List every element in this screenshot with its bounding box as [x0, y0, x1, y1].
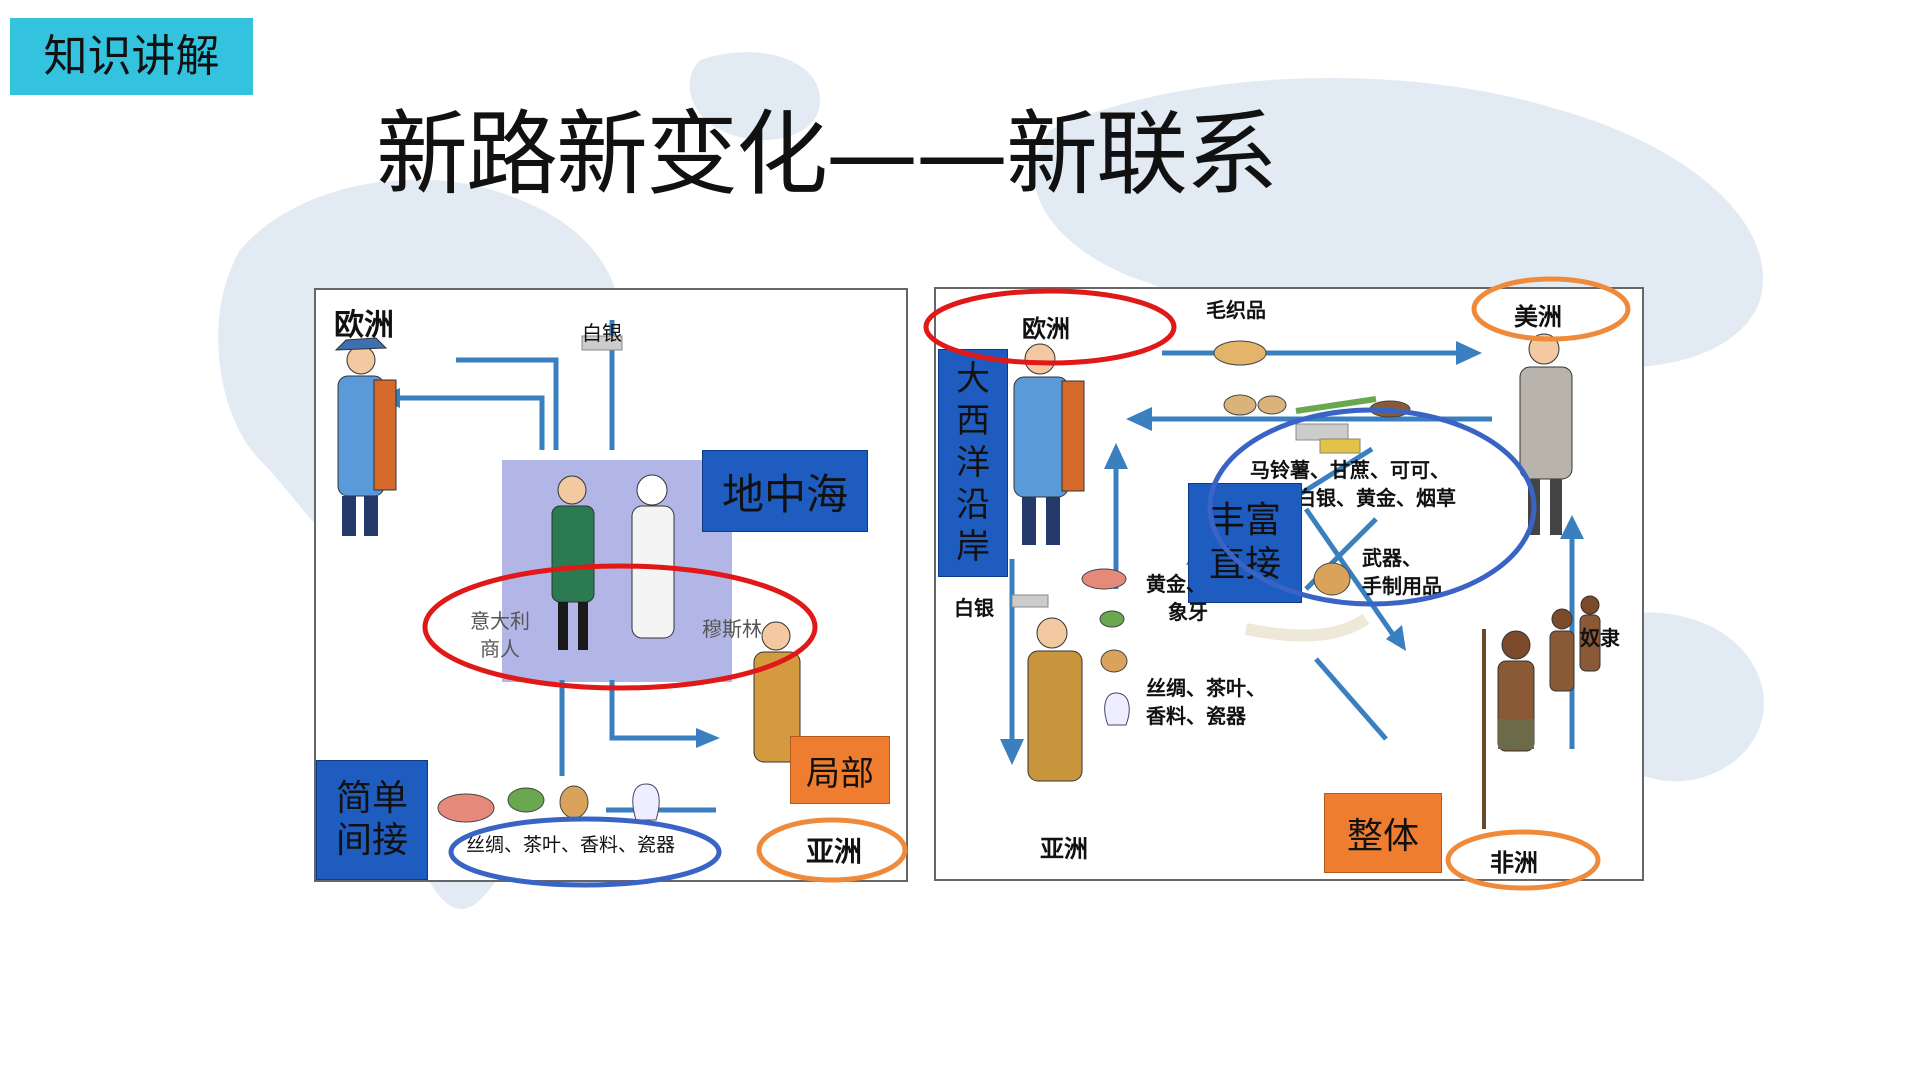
silver-label: 白银 [582, 321, 622, 345]
american-colonist-figure [1519, 333, 1573, 535]
right-trade-diagram: 欧洲 毛织品 美洲 大 西 洋 沿 岸 马铃薯、甘蔗、可可、 白银、黄金、烟草 … [934, 287, 1644, 881]
americas-label: 美洲 [1514, 303, 1562, 331]
asia-label: 亚洲 [806, 835, 863, 868]
atlantic-char-4: 沿 [956, 485, 990, 525]
american-goods-label-line2: 白银、黄金、烟草 [1296, 486, 1456, 510]
wool-label: 毛织品 [1206, 298, 1266, 322]
africa-label: 非洲 [1490, 849, 1538, 877]
europe-label: 欧洲 [1022, 315, 1070, 343]
whole-box: 整体 [1324, 793, 1442, 873]
european-man-figure [1013, 343, 1085, 545]
atlantic-coast-box: 大 西 洋 沿 岸 [938, 349, 1008, 577]
rich-line1: 丰富 [1208, 500, 1281, 541]
weapons-label-line2: 手制用品 [1362, 574, 1442, 598]
slaves-label: 奴隶 [1580, 626, 1620, 650]
asian-goods-label: 丝绸、茶叶、香料、瓷器 [466, 834, 676, 856]
asia-label: 亚洲 [1040, 835, 1088, 863]
atlantic-char-3: 洋 [956, 443, 990, 483]
partial-box: 局部 [790, 736, 890, 804]
gold-ivory-label-line1: 黄金、 [1146, 572, 1206, 596]
muslim-merchant-figure [631, 474, 675, 639]
italian-merchant-label-line1: 意大利 [470, 609, 530, 633]
silver-ingot-icon [581, 335, 623, 351]
simple-indirect-box: 简单 间接 [316, 760, 428, 880]
europe-label: 欧洲 [334, 308, 394, 343]
atlantic-char-1: 大 [956, 359, 990, 399]
american-goods-label-line1: 马铃薯、甘蔗、可可、 [1250, 458, 1450, 482]
simple-line2: 间接 [335, 820, 408, 861]
mediterranean-box: 地中海 [702, 450, 868, 532]
italian-merchant-figure [551, 475, 595, 650]
gold-ivory-label-line2: 象牙 [1168, 600, 1208, 624]
atlantic-char-5: 岸 [956, 527, 990, 567]
silver-label: 白银 [954, 596, 994, 620]
asian-goods-label-line2: 香料、瓷器 [1146, 704, 1246, 728]
european-man-figure [334, 337, 397, 536]
asian-man-figure [1027, 617, 1083, 782]
italian-merchant-label-line2: 商人 [480, 637, 520, 661]
weapons-label-line1: 武器、 [1362, 546, 1422, 570]
section-tag: 知识讲解 [10, 18, 253, 95]
goods-icons [437, 783, 660, 823]
slide-title: 新路新变化——新联系 [376, 101, 1278, 208]
asian-goods-label-line1: 丝绸、茶叶、 [1146, 676, 1266, 700]
african-slaves-figure [1482, 595, 1601, 829]
rich-line2: 直接 [1208, 544, 1281, 585]
atlantic-char-2: 西 [956, 401, 990, 441]
left-trade-diagram: 欧洲 白银 意大利 商人 穆斯林 丝绸、茶叶、香料、瓷器 亚洲 地中海 简单 间… [314, 288, 908, 882]
muslim-label: 穆斯林 [702, 617, 762, 641]
simple-line1: 简单 [335, 778, 408, 819]
